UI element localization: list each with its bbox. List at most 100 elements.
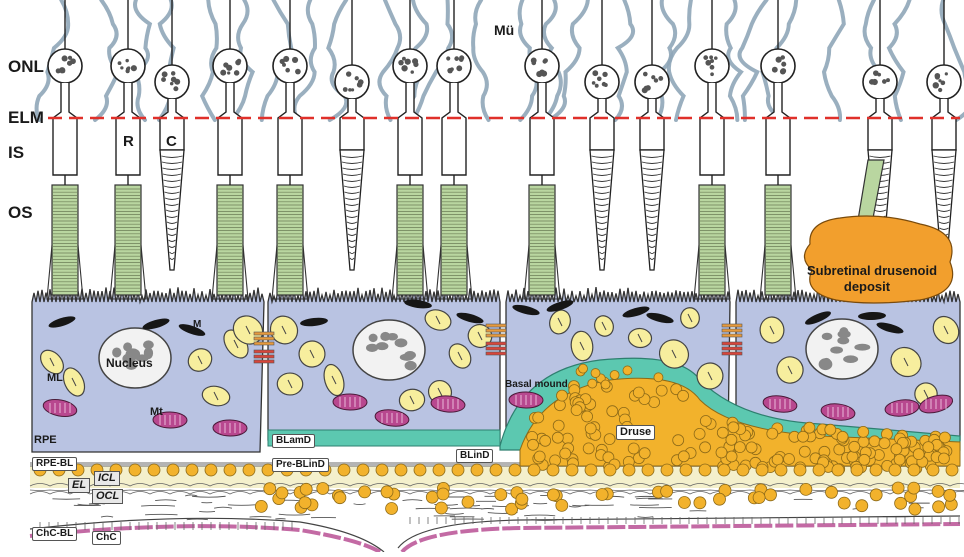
capillary-wall-left	[30, 526, 380, 552]
chromatin	[819, 358, 833, 370]
collagen-strand	[569, 506, 581, 507]
basal-mound-particle	[601, 380, 610, 389]
collagen-strand	[155, 500, 176, 501]
chromatin	[830, 347, 843, 354]
lipoprotein-particle	[894, 454, 905, 465]
pre-blind-particle	[585, 464, 597, 476]
soma-chromatin	[280, 59, 285, 64]
pre-blind-particle	[699, 464, 711, 476]
collagen-strand	[78, 504, 100, 505]
lipoprotein-particle	[700, 442, 711, 453]
collagen-strand	[533, 503, 547, 504]
pre-blind-particle	[509, 464, 521, 476]
pre-blind-particle	[661, 464, 673, 476]
inner-segment	[700, 83, 724, 175]
inner-segment	[218, 83, 242, 175]
soma-chromatin	[877, 73, 881, 77]
soma-chromatin	[162, 71, 168, 77]
label-pre-blind: Pre-BLinD	[272, 458, 329, 472]
label-ml: ML	[47, 373, 63, 384]
soma-chromatin	[411, 70, 414, 73]
lipoprotein-particle-bruch	[932, 485, 944, 497]
pre-blind-particle	[148, 464, 160, 476]
lipoprotein-particle	[767, 428, 778, 439]
soma-chromatin	[602, 72, 607, 77]
photoreceptor-soma	[48, 49, 82, 83]
photoreceptor-soma	[437, 49, 471, 83]
soma-chromatin	[940, 80, 945, 85]
lipoprotein-particle	[869, 436, 880, 447]
pre-blind-particle	[129, 464, 141, 476]
pre-blind-particle	[490, 464, 502, 476]
pre-blind-particle	[737, 464, 749, 476]
soma-chromatin	[595, 84, 599, 88]
chromatin	[395, 338, 408, 347]
lipoprotein-particle-bruch	[276, 487, 288, 499]
soma-chromatin	[705, 60, 711, 66]
adherens-junction-strand	[722, 342, 742, 345]
soma-chromatin	[592, 81, 596, 85]
photoreceptor-soma	[273, 49, 307, 83]
soma-chromatin	[945, 72, 948, 75]
soma-chromatin	[597, 76, 602, 81]
collagen-strand	[101, 516, 113, 517]
pre-blind-particle	[167, 464, 179, 476]
photoreceptor-soma	[863, 65, 897, 99]
lipoprotein-particle	[716, 447, 727, 458]
lipoprotein-particle-bruch	[435, 502, 447, 514]
collagen-strand	[214, 507, 232, 508]
photoreceptor-soma	[525, 49, 559, 83]
adherens-junction-strand	[486, 342, 506, 345]
collagen-strand	[637, 517, 653, 518]
lipoprotein-particle-bruch	[870, 489, 882, 501]
lipoprotein-particle	[604, 434, 615, 445]
muller-process	[669, 0, 691, 120]
soma-chromatin	[592, 70, 598, 76]
photoreceptor-soma	[761, 49, 795, 83]
lipoprotein-particle-bruch	[944, 489, 956, 501]
tight-junction-strand	[254, 332, 274, 335]
soma-chromatin	[170, 82, 174, 86]
lipoprotein-particle-bruch	[317, 483, 329, 495]
lipoprotein-particle-bruch	[694, 497, 706, 509]
pre-blind-particle	[680, 464, 692, 476]
capillary-wall-right	[402, 524, 960, 552]
lipoprotein-particle-bruch	[596, 489, 608, 501]
lipoprotein-particle-bruch	[437, 488, 449, 500]
soma-chromatin	[355, 76, 359, 80]
muller-process	[615, 0, 633, 120]
basal-mound-particle	[623, 366, 632, 375]
soma-chromatin	[935, 74, 940, 79]
inner-segment	[442, 83, 466, 175]
tight-junction-strand	[722, 329, 742, 332]
soma-chromatin	[174, 79, 180, 85]
photoreceptor-soma	[635, 65, 669, 99]
adherens-junction-strand	[254, 360, 274, 363]
pre-blind-particle	[471, 464, 483, 476]
lipoprotein-particle	[825, 424, 836, 435]
soma-chromatin	[776, 57, 782, 63]
pre-blind-particle	[718, 464, 730, 476]
photoreceptor-soma	[585, 65, 619, 99]
lipoprotein-particle	[858, 426, 869, 437]
soma-chromatin	[456, 65, 462, 71]
soma-chromatin	[602, 82, 606, 86]
lipoprotein-particle	[694, 428, 705, 439]
lipoprotein-particle	[859, 454, 870, 465]
label-rpe-bl: RPE-BL	[32, 457, 77, 471]
soma-chromatin	[346, 71, 351, 76]
adherens-junction-strand	[722, 352, 742, 355]
basal-mound-particle	[588, 379, 597, 388]
lipoprotein-particle	[726, 451, 737, 462]
soma-chromatin	[872, 79, 878, 85]
collagen-strand	[450, 508, 483, 509]
soma-chromatin	[292, 57, 298, 63]
label-mu: Mü	[494, 23, 514, 37]
collagen-strand	[354, 504, 366, 505]
label-onl: ONL	[8, 58, 44, 75]
pre-blind-particle	[224, 464, 236, 476]
pre-blind-particle	[338, 464, 350, 476]
label-rod: R	[123, 134, 134, 149]
soma-chromatin	[131, 65, 137, 71]
label-rpe: RPE	[34, 435, 57, 446]
